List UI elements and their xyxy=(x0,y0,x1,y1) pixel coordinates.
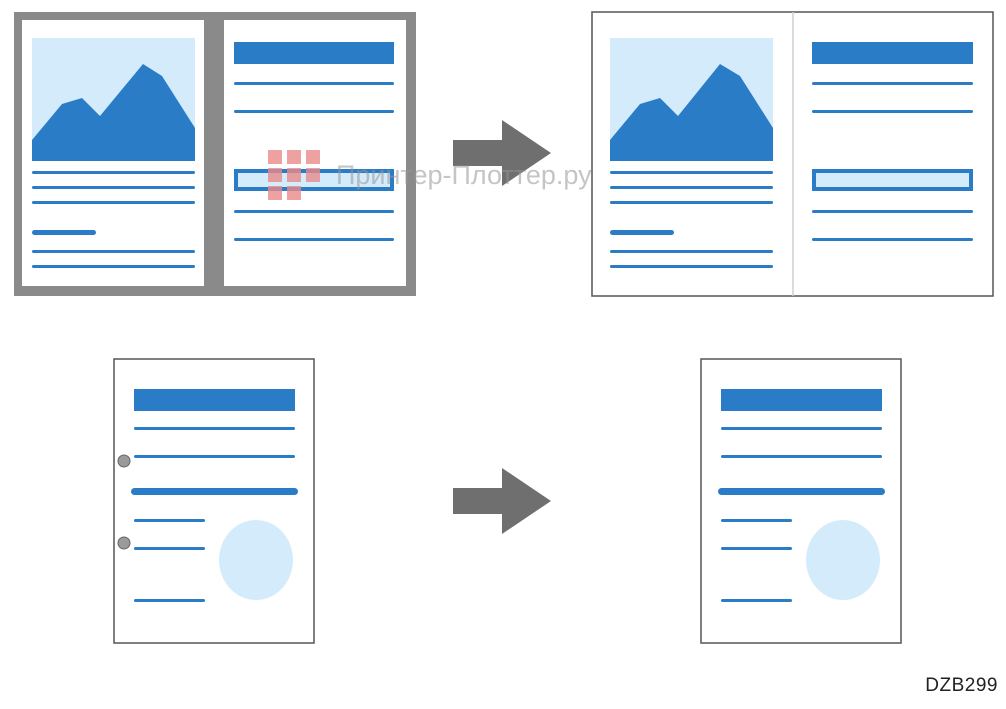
original-punched-page xyxy=(113,358,315,644)
mountain-image-icon xyxy=(610,38,773,161)
punched-page-text-lines xyxy=(131,389,298,602)
result-left-text-lines xyxy=(610,171,773,268)
result-right-text-lines xyxy=(812,42,973,241)
left-page-text-lines xyxy=(32,171,195,268)
result-book-spread xyxy=(591,11,994,297)
circle-graphic xyxy=(219,520,293,600)
watermark-text: Принтер-Плоттер.ру xyxy=(336,160,592,190)
diagram-code-label: DZB299 xyxy=(925,675,998,696)
arrow-right-icon-bottom xyxy=(453,468,551,534)
clean-page-text-lines xyxy=(718,389,885,602)
original-book-spread xyxy=(14,12,416,296)
grid-logo-icon xyxy=(268,150,320,200)
arrow-right-icon-top xyxy=(453,120,551,186)
mountain-image-icon xyxy=(32,38,195,161)
punch-hole-icon xyxy=(117,454,131,550)
circle-graphic xyxy=(806,520,880,600)
result-clean-page xyxy=(700,358,902,644)
